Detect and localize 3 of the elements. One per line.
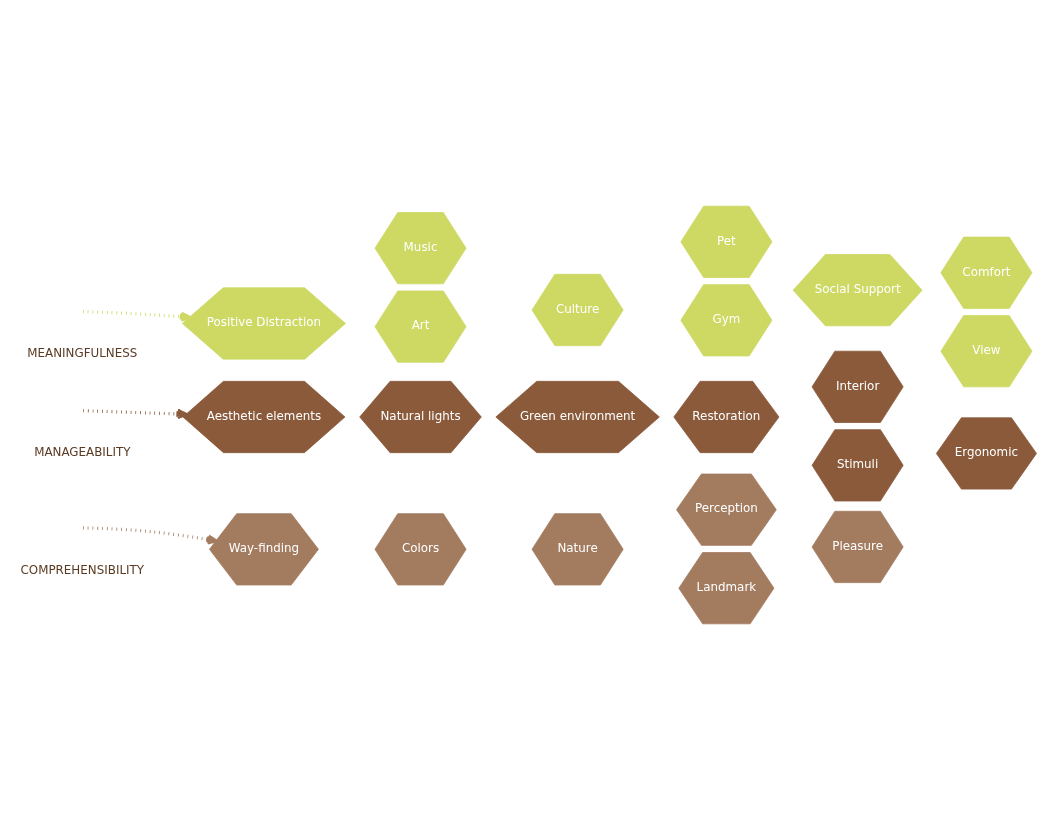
label: MANAGEABILITY <box>34 445 131 460</box>
label: MEANINGFULNESS <box>27 346 138 361</box>
label: COMPREHENSIBILITY <box>20 562 145 577</box>
